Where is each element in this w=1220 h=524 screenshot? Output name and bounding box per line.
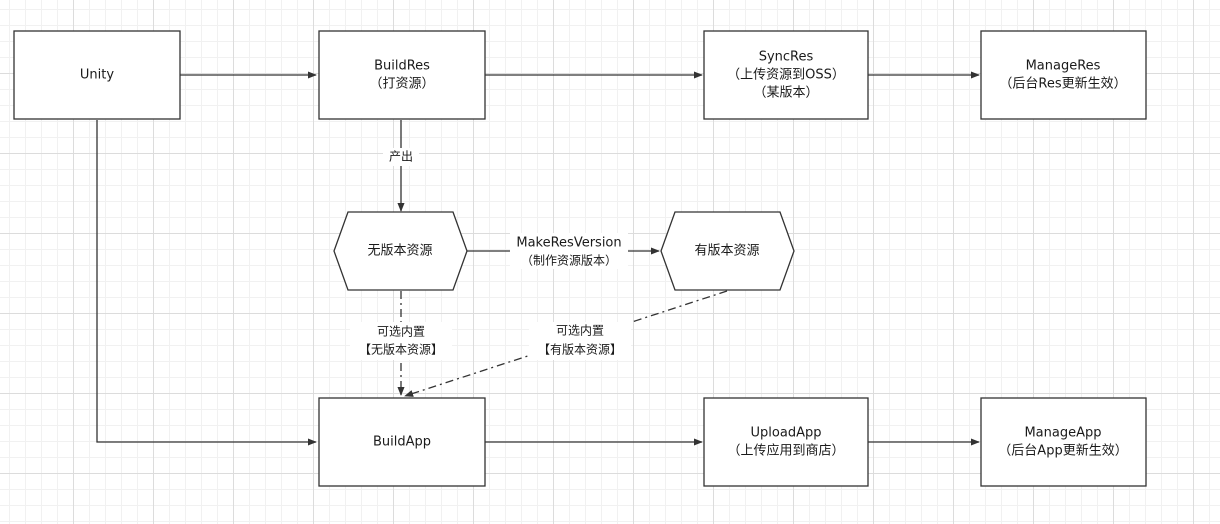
node-uploadapp-sub: （上传应用到商店） [727, 443, 844, 459]
edge-unity-to-buildapp[interactable] [96, 120, 317, 446]
edge-versioned-to-buildapp-optional[interactable]: 可选内置 【有版本资源】 [404, 290, 728, 397]
node-manageapp-sub: （后台App更新生效） [998, 443, 1127, 459]
node-manageapp-label: ManageApp [1024, 426, 1101, 441]
node-unity[interactable]: Unity [13, 30, 181, 120]
edge-label-make-res-version-sub: （制作资源版本） [521, 254, 617, 268]
node-uploadapp-label: UploadApp [751, 426, 822, 441]
node-uploadapp[interactable]: UploadApp （上传应用到商店） [703, 397, 869, 487]
node-syncres-sub: （上传资源到OSS） [727, 68, 845, 83]
node-buildres-sub: （打资源） [369, 77, 434, 92]
edge-label-optional-versioned: 可选内置 [556, 324, 604, 338]
node-manageres-sub: （后台Res更新生效） [999, 76, 1126, 92]
edge-label-make-res-version: MakeResVersion [516, 236, 621, 251]
node-versioned-resources[interactable]: 有版本资源 [660, 211, 795, 291]
edge-unversioned-to-versioned[interactable]: MakeResVersion （制作资源版本） [467, 233, 660, 269]
node-buildres-label: BuildRes [374, 59, 430, 74]
node-manageapp[interactable]: ManageApp （后台App更新生效） [980, 397, 1147, 487]
edge-unversioned-to-buildapp-optional[interactable]: 可选内置 【无版本资源】 [350, 291, 452, 396]
node-buildapp-label: BuildApp [373, 435, 431, 450]
edge-label-optional-unversioned-sub: 【无版本资源】 [359, 343, 443, 357]
node-versioned-label: 有版本资源 [694, 244, 759, 259]
node-syncres-sub2: （某版本） [753, 86, 818, 101]
node-manageres-label: ManageRes [1026, 59, 1101, 74]
edge-buildres-to-unversioned[interactable]: 产出 [383, 120, 419, 212]
edge-label-optional-versioned-sub: 【有版本资源】 [538, 343, 622, 357]
node-manageres[interactable]: ManageRes （后台Res更新生效） [980, 30, 1147, 120]
node-unversioned-label: 无版本资源 [367, 244, 432, 259]
edge-label-optional-unversioned: 可选内置 [377, 325, 425, 339]
node-buildres[interactable]: BuildRes （打资源） [318, 30, 486, 120]
node-syncres[interactable]: SyncRes （上传资源到OSS） （某版本） [703, 30, 869, 120]
edge-label-produce: 产出 [389, 150, 413, 164]
node-syncres-label: SyncRes [759, 50, 814, 65]
node-buildapp[interactable]: BuildApp [318, 397, 486, 487]
node-unity-label: Unity [80, 68, 114, 83]
node-unversioned-resources[interactable]: 无版本资源 [333, 211, 468, 291]
